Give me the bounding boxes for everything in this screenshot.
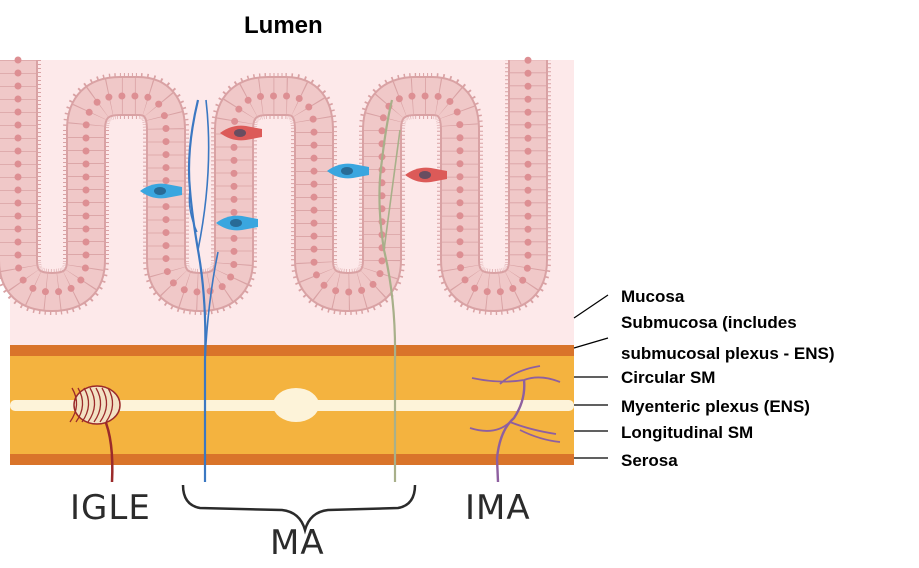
mucosa-layer: [10, 60, 574, 348]
submucosa-band: [10, 345, 574, 356]
leader-line-1: [574, 338, 608, 348]
layer-label-longitudinal-sm: Longitudinal SM: [621, 423, 753, 443]
myenteric-ganglion: [273, 388, 319, 422]
layer-label-serosa: Serosa: [621, 451, 678, 471]
layer-label-mucosa: Mucosa: [621, 287, 684, 307]
ee-cell-blue-3-nucleus: [341, 167, 353, 175]
ee-cell-red-1-nucleus: [234, 129, 246, 137]
leader-line-0: [574, 295, 608, 318]
ee-cell-red-2-nucleus: [419, 171, 431, 179]
layer-label-submucosa-2: submucosal plexus - ENS): [621, 344, 835, 364]
layer-label-myenteric-plexus: Myenteric plexus (ENS): [621, 397, 810, 417]
ee-cell-blue-1-nucleus: [154, 187, 166, 195]
label-leader-lines: [574, 295, 608, 458]
serosa-band: [10, 454, 574, 465]
layer-label-submucosa: Submucosa (includes: [621, 313, 797, 333]
ma-label: MA: [270, 523, 325, 563]
layer-label-circular-sm: Circular SM: [621, 368, 715, 388]
ee-cell-blue-2-nucleus: [230, 219, 242, 227]
igle-label: IGLE: [70, 488, 151, 528]
lumen-title: Lumen: [244, 12, 323, 40]
ima-label: IMA: [465, 488, 531, 528]
